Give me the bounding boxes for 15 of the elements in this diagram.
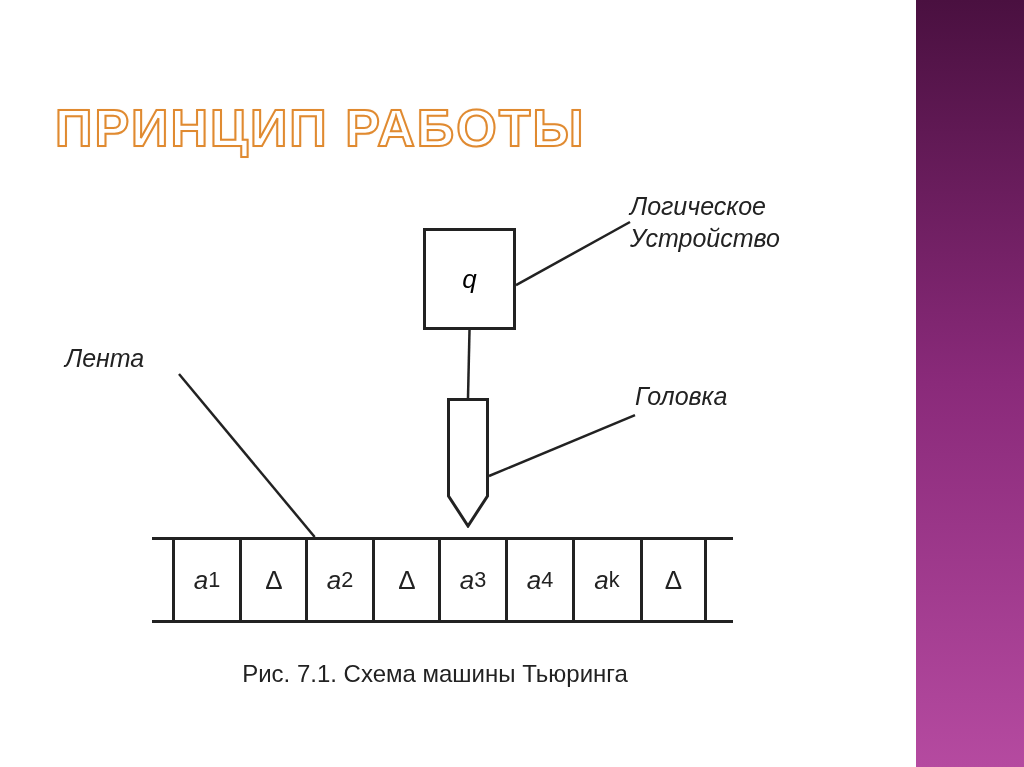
tape-cell: Δ: [372, 540, 439, 620]
leader-line: [488, 414, 636, 478]
slide-title: ПРИНЦИП РАБОТЫ: [55, 98, 586, 158]
leader-line: [515, 220, 631, 287]
figure-caption: Рис. 7.1. Схема машины Тьюринга: [241, 660, 629, 688]
connector-line: [466, 329, 471, 399]
state-box: q: [423, 228, 516, 330]
part-label: Логическое Устройство: [630, 190, 840, 254]
tape-cell: Δ: [640, 540, 707, 620]
tape-band: [152, 537, 733, 623]
leader-line: [178, 373, 316, 538]
part-label: Лента: [65, 342, 185, 374]
tape-cell: Δ: [239, 540, 306, 620]
part-label: Головка: [635, 380, 775, 412]
head-pointer: [447, 398, 489, 528]
